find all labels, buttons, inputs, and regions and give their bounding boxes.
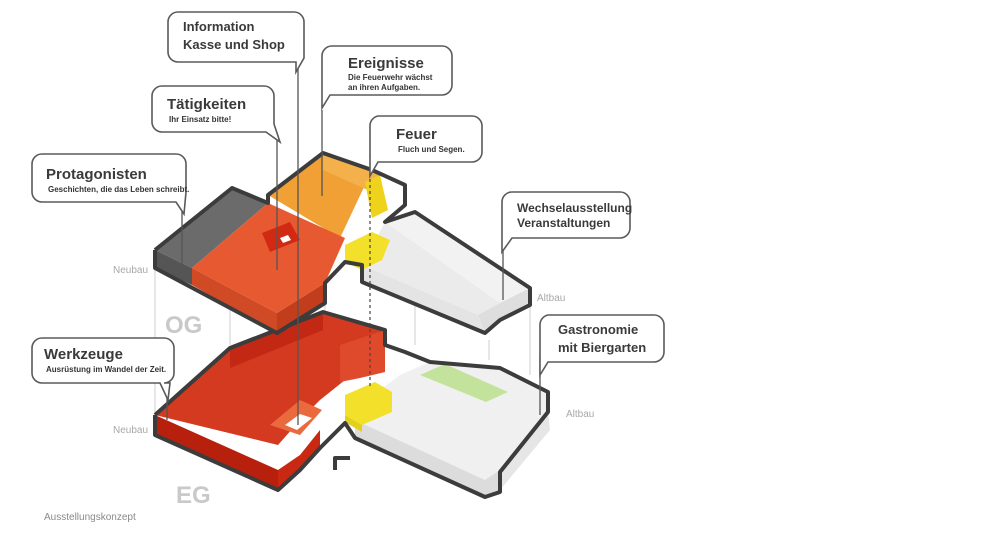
callout-gastronomie-line2: mit Biergarten (558, 340, 646, 355)
callout-ereignisse-sub2: an ihren Aufgaben. (348, 83, 420, 92)
callout-information-line2: Kasse und Shop (183, 37, 285, 52)
eg-entrance-mark (333, 456, 350, 470)
caption-ausstellungskonzept: Ausstellungskonzept (44, 512, 136, 523)
eg-feuer-side (345, 415, 362, 432)
callout-wechselausstellung: Wechselausstellung Veranstaltungen (501, 191, 632, 255)
label-neubau-eg: Neubau (113, 425, 148, 436)
label-altbau-eg: Altbau (566, 409, 594, 420)
eg-altbau-front (500, 410, 550, 490)
eg-outline (153, 310, 550, 499)
eg-altbau-side (355, 420, 500, 497)
og-altbau-wechselausstellung (385, 212, 530, 303)
callout-taetigkeiten-title: Tätigkeiten (167, 96, 246, 113)
og-feuer-zone (345, 232, 390, 270)
callout-wechselausstellung-line2: Veranstaltungen (517, 216, 610, 230)
eg-neubau-inner-wall (340, 330, 385, 382)
callout-gastronomie-line1: Gastronomie (558, 322, 638, 337)
og-taetigkeiten-side (277, 283, 325, 333)
callout-werkzeuge-title: Werkzeuge (44, 346, 123, 363)
callout-gastronomie: Gastronomie mit Biergarten (539, 314, 665, 378)
og-taetigkeiten-top (192, 203, 345, 313)
floor-og (153, 151, 532, 335)
og-altbau-top-strip (362, 222, 500, 315)
og-protagonisten-top (155, 188, 268, 268)
label-altbau-og: Altbau (537, 293, 565, 304)
callout-protagonisten: Protagonisten Geschichten, die das Leben… (31, 153, 189, 217)
callout-feuer: Feuer Fluch und Segen. (369, 115, 483, 180)
biergarten-area (420, 364, 508, 402)
callout-protagonisten-title: Protagonisten (46, 166, 147, 183)
callout-information-line1: Information (183, 19, 255, 34)
callout-feuer-sub1: Fluch und Segen. (398, 145, 465, 154)
callout-werkzeuge-sub1: Ausrüstung im Wandel der Zeit. (46, 365, 166, 374)
og-altbau-side (362, 265, 485, 333)
og-taetigkeiten-accent (262, 222, 300, 252)
callout-ereignisse-title: Ereignisse (348, 55, 424, 72)
eg-neubau-left-face (155, 415, 278, 490)
callout-information: Information Kasse und Shop (167, 11, 305, 76)
callout-wechselausstellung-line1: Wechselausstellung (517, 201, 632, 215)
floor-label-og: OG (165, 312, 202, 339)
eg-feuer-zone (345, 382, 392, 425)
og-altbau-front (478, 288, 530, 333)
eg-neubau-right-face (278, 430, 320, 490)
og-taetigkeiten-accent-white (280, 235, 291, 243)
callout-feuer-title: Feuer (396, 126, 437, 143)
og-outline (153, 151, 532, 335)
og-taetigkeiten-face (192, 268, 277, 333)
callout-ereignisse: Ereignisse Die Feuerwehr wächst an ihren… (321, 45, 453, 111)
callout-werkzeuge: Werkzeuge Ausrüstung im Wandel der Zeit. (31, 337, 175, 403)
callout-taetigkeiten: Tätigkeiten Ihr Einsatz bitte! (151, 85, 282, 145)
og-feuer-column (365, 175, 388, 218)
eg-neubau-back-wall (230, 312, 323, 368)
callout-protagonisten-sub1: Geschichten, die das Leben schreibt. (48, 185, 189, 194)
eg-neubau-top (155, 312, 385, 445)
og-protagonisten-face (155, 250, 192, 285)
floor-eg (153, 310, 550, 499)
callout-taetigkeiten-sub1: Ihr Einsatz bitte! (169, 115, 231, 124)
callout-ereignisse-sub1: Die Feuerwehr wächst (348, 73, 433, 82)
label-neubau-og: Neubau (113, 265, 148, 276)
floor-label-eg: EG (176, 482, 211, 509)
